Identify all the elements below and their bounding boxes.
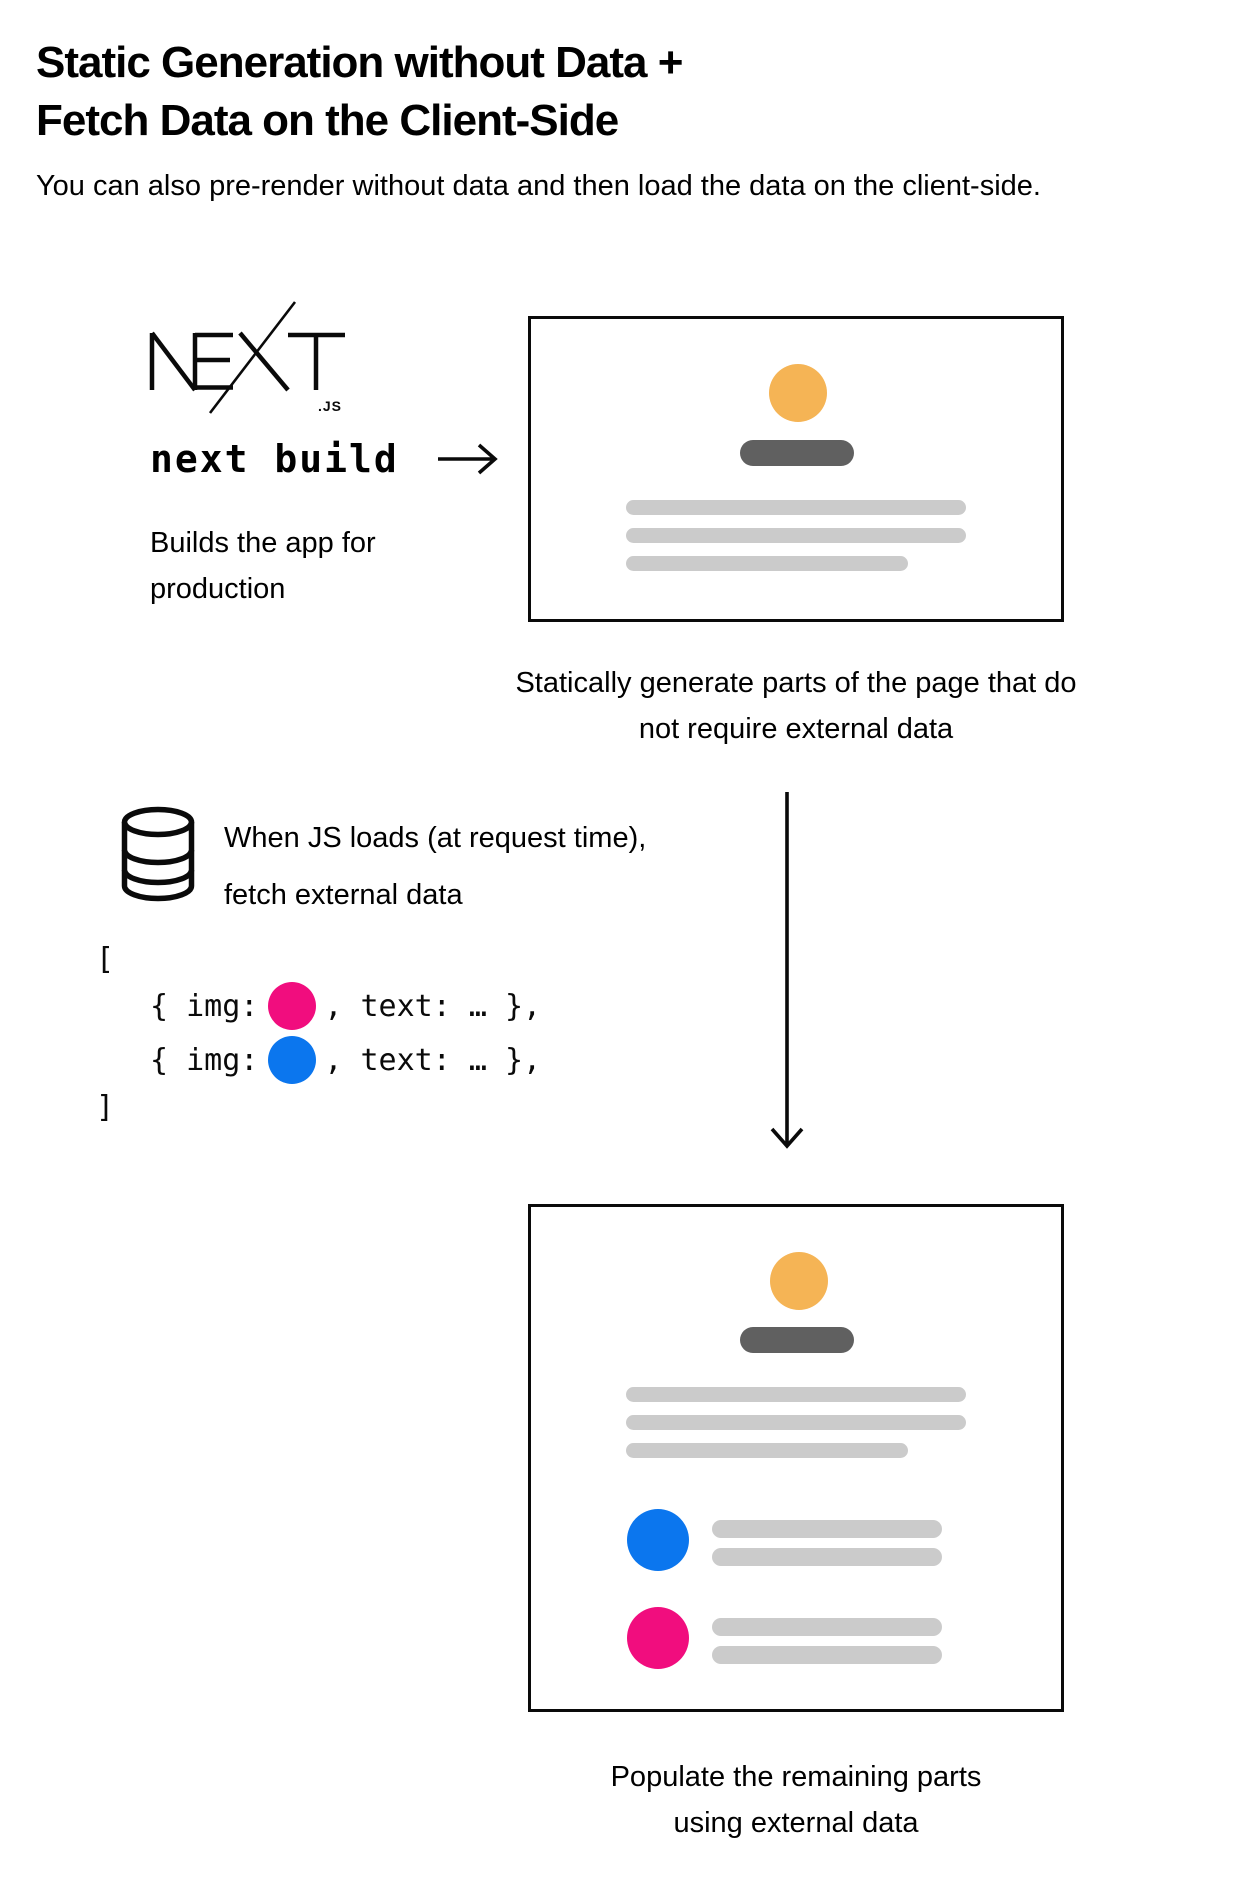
- nextjs-logo: .JS: [146, 292, 356, 422]
- populated-page-mockup: [528, 1204, 1064, 1712]
- text-line: [626, 500, 966, 515]
- page-subtitle: You can also pre-render without data and…: [36, 170, 1041, 202]
- page-title-line1: Static Generation without Data +: [36, 38, 683, 87]
- build-description: Builds the app for production: [150, 527, 376, 605]
- database-icon: [118, 806, 198, 904]
- code-row2-prefix: { img:: [150, 1042, 259, 1078]
- code-row2-suffix: , text: … },: [324, 1042, 542, 1078]
- blue-image-dot: [268, 1036, 317, 1084]
- code-row-pink: { img: , text: … },: [150, 981, 541, 1031]
- code-bracket-close: ]: [96, 1090, 115, 1125]
- nextjs-logo-icon: .JS: [149, 301, 345, 414]
- item-text-line: [712, 1646, 942, 1664]
- nextjs-logo-suffix: .JS: [318, 398, 342, 414]
- pink-image-dot: [268, 982, 317, 1030]
- text-line: [626, 528, 966, 543]
- populated-page-caption: Populate the remaining parts using exter…: [446, 1754, 1146, 1846]
- text-line: [626, 556, 908, 571]
- code-row-blue: { img: , text: … },: [150, 1035, 541, 1085]
- avatar-circle: [770, 1252, 828, 1310]
- item-text-line: [712, 1618, 942, 1636]
- static-page-mockup: [528, 316, 1064, 622]
- page-title: Static Generation without Data + Fetch D…: [36, 34, 683, 150]
- code-row1-suffix: , text: … },: [324, 988, 542, 1024]
- static-page-caption: Statically generate parts of the page th…: [446, 660, 1146, 752]
- next-build-command: next build: [150, 437, 399, 481]
- item-text-line: [712, 1520, 942, 1538]
- right-arrow-icon: [436, 440, 502, 478]
- static-page-caption-line2: not require external data: [638, 713, 954, 745]
- static-page-caption-line1: Statically generate parts of the page th…: [515, 667, 1077, 699]
- title-bar: [740, 440, 854, 466]
- populated-page-caption-line1: Populate the remaining parts: [610, 1761, 982, 1793]
- fetch-label: When JS loads (at request time), fetch e…: [224, 810, 646, 924]
- text-line: [626, 1415, 966, 1430]
- item-text-line: [712, 1548, 942, 1566]
- down-arrow-icon: [768, 790, 806, 1166]
- code-bracket-open: [: [96, 942, 115, 977]
- populated-page-caption-line2: using external data: [673, 1807, 919, 1839]
- blue-item-circle: [627, 1509, 689, 1571]
- code-row1-prefix: { img:: [150, 988, 259, 1024]
- avatar-circle: [769, 364, 827, 422]
- page-title-line2: Fetch Data on the Client-Side: [36, 96, 619, 145]
- text-line: [626, 1443, 908, 1458]
- text-line: [626, 1387, 966, 1402]
- fetch-label-line1: When JS loads (at request time),: [224, 822, 647, 854]
- fetch-label-line2: fetch external data: [224, 879, 463, 911]
- pink-item-circle: [627, 1607, 689, 1669]
- title-bar: [740, 1327, 854, 1353]
